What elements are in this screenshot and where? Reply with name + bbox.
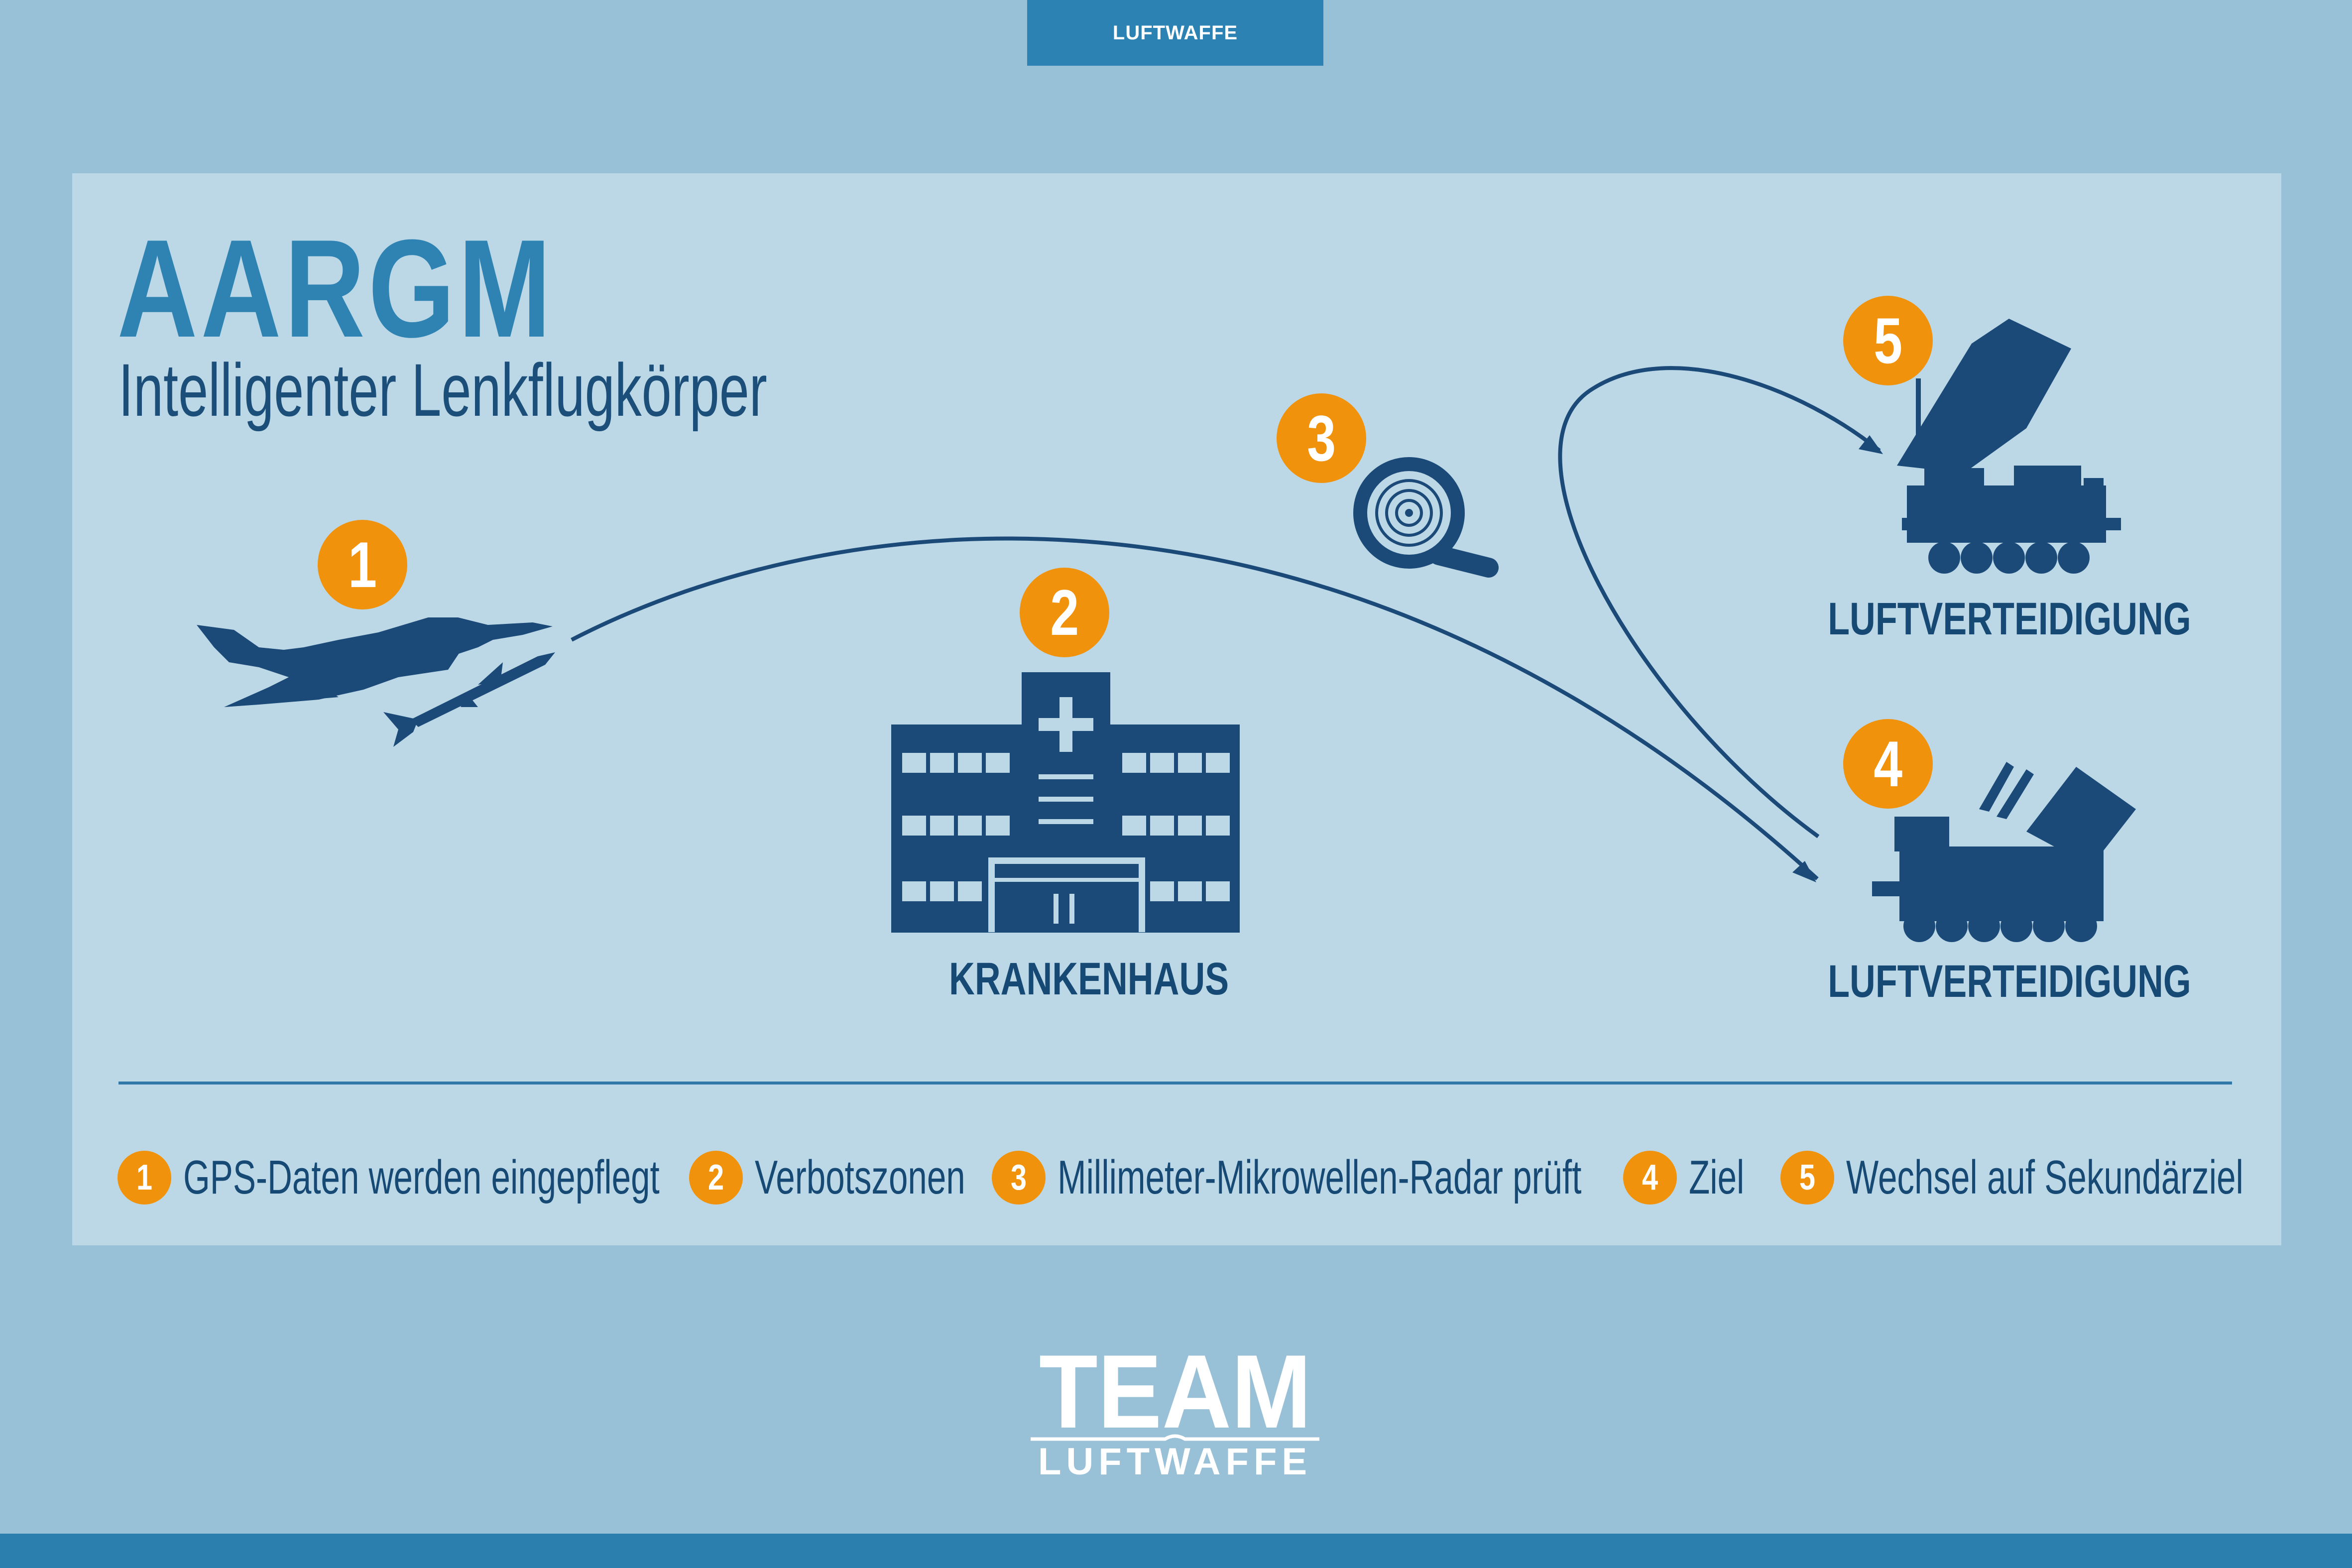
step-badge-4: 4 bbox=[1843, 719, 1933, 809]
missile-icon bbox=[383, 652, 555, 747]
team-logo-subtitle: LUFTWAFFE bbox=[1038, 1441, 1312, 1483]
legend-item-5: 5 Wechsel auf Sekundärziel bbox=[1780, 1145, 2352, 1210]
page-title: AARGM bbox=[117, 211, 555, 366]
magnifier-radar-icon bbox=[1353, 457, 1499, 578]
launcher-truck-icon bbox=[1897, 319, 2121, 574]
step-badge-3: 3 bbox=[1277, 393, 1366, 483]
hospital-icon bbox=[891, 672, 1240, 933]
legend-text-1: GPS-Daten werden eingepflegt bbox=[183, 1151, 660, 1204]
header-tab[interactable]: LUFTWAFFE bbox=[1027, 0, 1323, 66]
legend-divider bbox=[118, 1082, 2232, 1085]
step-badge-1: 1 bbox=[318, 520, 407, 609]
legend-text-3: Millimeter-Mikrowellen-Radar prüft bbox=[1058, 1151, 1582, 1204]
legend-item-3: 3 Millimeter-Mikrowellen-Radar prüft bbox=[992, 1145, 1785, 1210]
jet-aircraft-icon bbox=[197, 617, 553, 707]
hospital-label: KRANKENHAUS bbox=[949, 954, 1229, 1004]
legend-item-4: 4 Ziel bbox=[1623, 1145, 1766, 1210]
legend: 1 GPS-Daten werden eingepflegt 2 Verbots… bbox=[118, 1145, 2243, 1210]
legend-badge-3: 3 bbox=[992, 1151, 1046, 1205]
legend-item-1: 1 GPS-Daten werden eingepflegt bbox=[118, 1145, 845, 1210]
legend-text-4: Ziel bbox=[1689, 1151, 1745, 1204]
arrowhead-main bbox=[1792, 861, 1816, 882]
logo-wave-line bbox=[1031, 1434, 1319, 1441]
step-badge-5: 5 bbox=[1843, 296, 1933, 385]
legend-badge-2: 2 bbox=[689, 1151, 743, 1205]
air-defense-label-upper: LUFTVERTEIDIGUNG bbox=[1828, 594, 2191, 644]
flight-path-secondary bbox=[1558, 366, 1881, 839]
legend-text-2: Verbotszonen bbox=[755, 1151, 965, 1204]
bottom-bar bbox=[0, 1534, 2352, 1568]
legend-badge-1: 1 bbox=[118, 1151, 171, 1205]
step-badge-2: 2 bbox=[1020, 568, 1109, 657]
legend-item-2: 2 Verbotszonen bbox=[689, 1145, 1047, 1210]
page-subtitle: Intelligenter Lenkflugkörper bbox=[118, 348, 767, 432]
legend-text-5: Wechsel auf Sekundärziel bbox=[1846, 1151, 2243, 1204]
air-defense-label-lower: LUFTVERTEIDIGUNG bbox=[1828, 956, 2191, 1007]
flight-path-main bbox=[571, 536, 1819, 880]
legend-badge-4: 4 bbox=[1623, 1151, 1677, 1205]
legend-badge-5: 5 bbox=[1780, 1151, 1834, 1205]
radar-truck-icon bbox=[1872, 762, 2136, 942]
team-logo: TEAM bbox=[1039, 1333, 1311, 1450]
arrowhead-secondary bbox=[1859, 435, 1883, 454]
